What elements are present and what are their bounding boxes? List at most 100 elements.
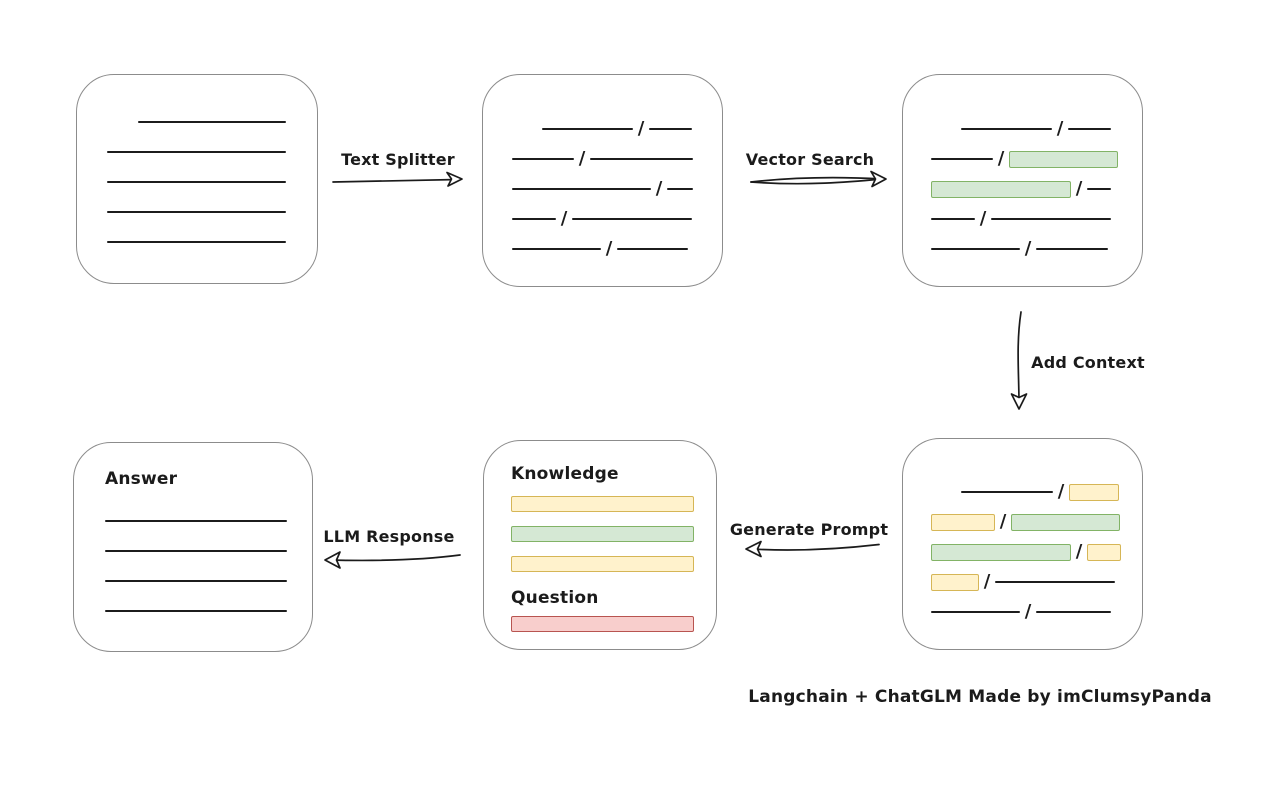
- chunk-row: /: [931, 204, 1142, 234]
- chunk-row: [105, 536, 312, 566]
- highlight-green: [1011, 513, 1120, 531]
- context-chunks-box: /////: [902, 438, 1143, 650]
- add-context-label: Add Context: [1031, 353, 1145, 372]
- text-splitter-arrow: [332, 171, 463, 187]
- text-line: [542, 128, 633, 130]
- text-line: [105, 520, 287, 522]
- yellow-bar: [511, 496, 694, 512]
- answer-lines: [105, 506, 312, 626]
- chunk-row: /: [512, 144, 722, 174]
- chunk-row: /: [512, 174, 722, 204]
- text-line: [991, 218, 1111, 220]
- slash-separator: /: [983, 571, 991, 592]
- text-line: [590, 158, 693, 160]
- highlight-green: [931, 543, 1071, 561]
- text-line: [512, 188, 651, 190]
- chunk-row: [107, 107, 317, 137]
- chunk-row: /: [931, 537, 1142, 567]
- answer-heading: Answer: [105, 469, 178, 489]
- vector-search-arrow: [750, 170, 887, 188]
- chunk-row: /: [512, 114, 722, 144]
- chunk-row: /: [931, 144, 1142, 174]
- slash-separator: /: [1056, 118, 1064, 139]
- question-bars: [511, 616, 694, 632]
- retrieved-chunks-box: / / / / /: [902, 74, 1143, 287]
- text-line: [107, 211, 286, 213]
- chunk-row: /: [931, 597, 1142, 627]
- text-line: [931, 158, 993, 160]
- text-line: [1068, 128, 1111, 130]
- slash-separator: /: [999, 511, 1007, 532]
- text-line: [105, 610, 287, 612]
- text-line: [931, 611, 1020, 613]
- slash-separator: /: [560, 208, 568, 229]
- add-context-arrow: [1010, 311, 1028, 410]
- text-line: [667, 188, 693, 190]
- text-line: [107, 151, 286, 153]
- knowledge-heading: Knowledge: [511, 464, 619, 484]
- indent-spacer: [107, 122, 138, 123]
- chunk-row: /: [931, 114, 1142, 144]
- highlight-yellow: [931, 513, 995, 531]
- chunk-row: /: [512, 204, 722, 234]
- slash-separator: /: [1075, 541, 1083, 562]
- chunk-row: [107, 167, 317, 197]
- text-line: [512, 158, 574, 160]
- red-bar: [511, 616, 694, 632]
- text-line: [995, 581, 1115, 583]
- chunk-row: /: [931, 567, 1142, 597]
- text-line: [572, 218, 692, 220]
- text-line: [1036, 611, 1111, 613]
- chunk-row: /: [931, 174, 1142, 204]
- highlight-green: [1009, 150, 1118, 168]
- text-line: [107, 181, 286, 183]
- text-line: [931, 218, 975, 220]
- prompt-box: Knowledge Question: [483, 440, 717, 650]
- answer-content: Answer: [74, 443, 312, 651]
- highlight-yellow: [1069, 483, 1119, 501]
- indent-spacer: [931, 492, 961, 493]
- slash-separator: /: [1024, 238, 1032, 259]
- chunk-row: [105, 566, 312, 596]
- text-line: [1087, 188, 1111, 190]
- split-chunks-content: / / / / /: [483, 75, 722, 286]
- chunk-row: /: [931, 507, 1142, 537]
- yellow-bar: [511, 556, 694, 572]
- text-line: [961, 128, 1052, 130]
- text-line: [961, 491, 1053, 493]
- slash-separator: /: [1024, 601, 1032, 622]
- chunk-row: [107, 197, 317, 227]
- text-line: [105, 580, 287, 582]
- chunk-row: /: [931, 234, 1142, 264]
- llm-response-arrow: [324, 551, 461, 569]
- llm-response-label: LLM Response: [323, 527, 455, 546]
- text-line: [649, 128, 692, 130]
- chunk-row: [105, 596, 312, 626]
- text-line: [1036, 248, 1108, 250]
- highlight-green: [931, 180, 1071, 198]
- text-line: [931, 248, 1020, 250]
- text-line: [617, 248, 688, 250]
- slash-separator: /: [578, 148, 586, 169]
- text-line: [512, 218, 556, 220]
- slash-separator: /: [997, 148, 1005, 169]
- slash-separator: /: [1075, 178, 1083, 199]
- chunk-row: /: [512, 234, 722, 264]
- context-chunks-content: /////: [903, 439, 1142, 649]
- text-line: [107, 241, 286, 243]
- slash-separator: /: [655, 178, 663, 199]
- highlight-yellow: [931, 573, 979, 591]
- knowledge-bars: [511, 496, 694, 572]
- slash-separator: /: [605, 238, 613, 259]
- diagram-caption: Langchain + ChatGLM Made by imClumsyPand…: [748, 687, 1212, 707]
- text-line: [105, 550, 287, 552]
- source-document-content: [77, 75, 317, 283]
- text-splitter-label: Text Splitter: [341, 150, 455, 169]
- vector-search-label: Vector Search: [745, 150, 875, 169]
- question-heading: Question: [511, 588, 599, 608]
- text-line: [138, 121, 286, 123]
- chunk-row: [105, 506, 312, 536]
- green-bar: [511, 526, 694, 542]
- highlight-yellow: [1087, 543, 1121, 561]
